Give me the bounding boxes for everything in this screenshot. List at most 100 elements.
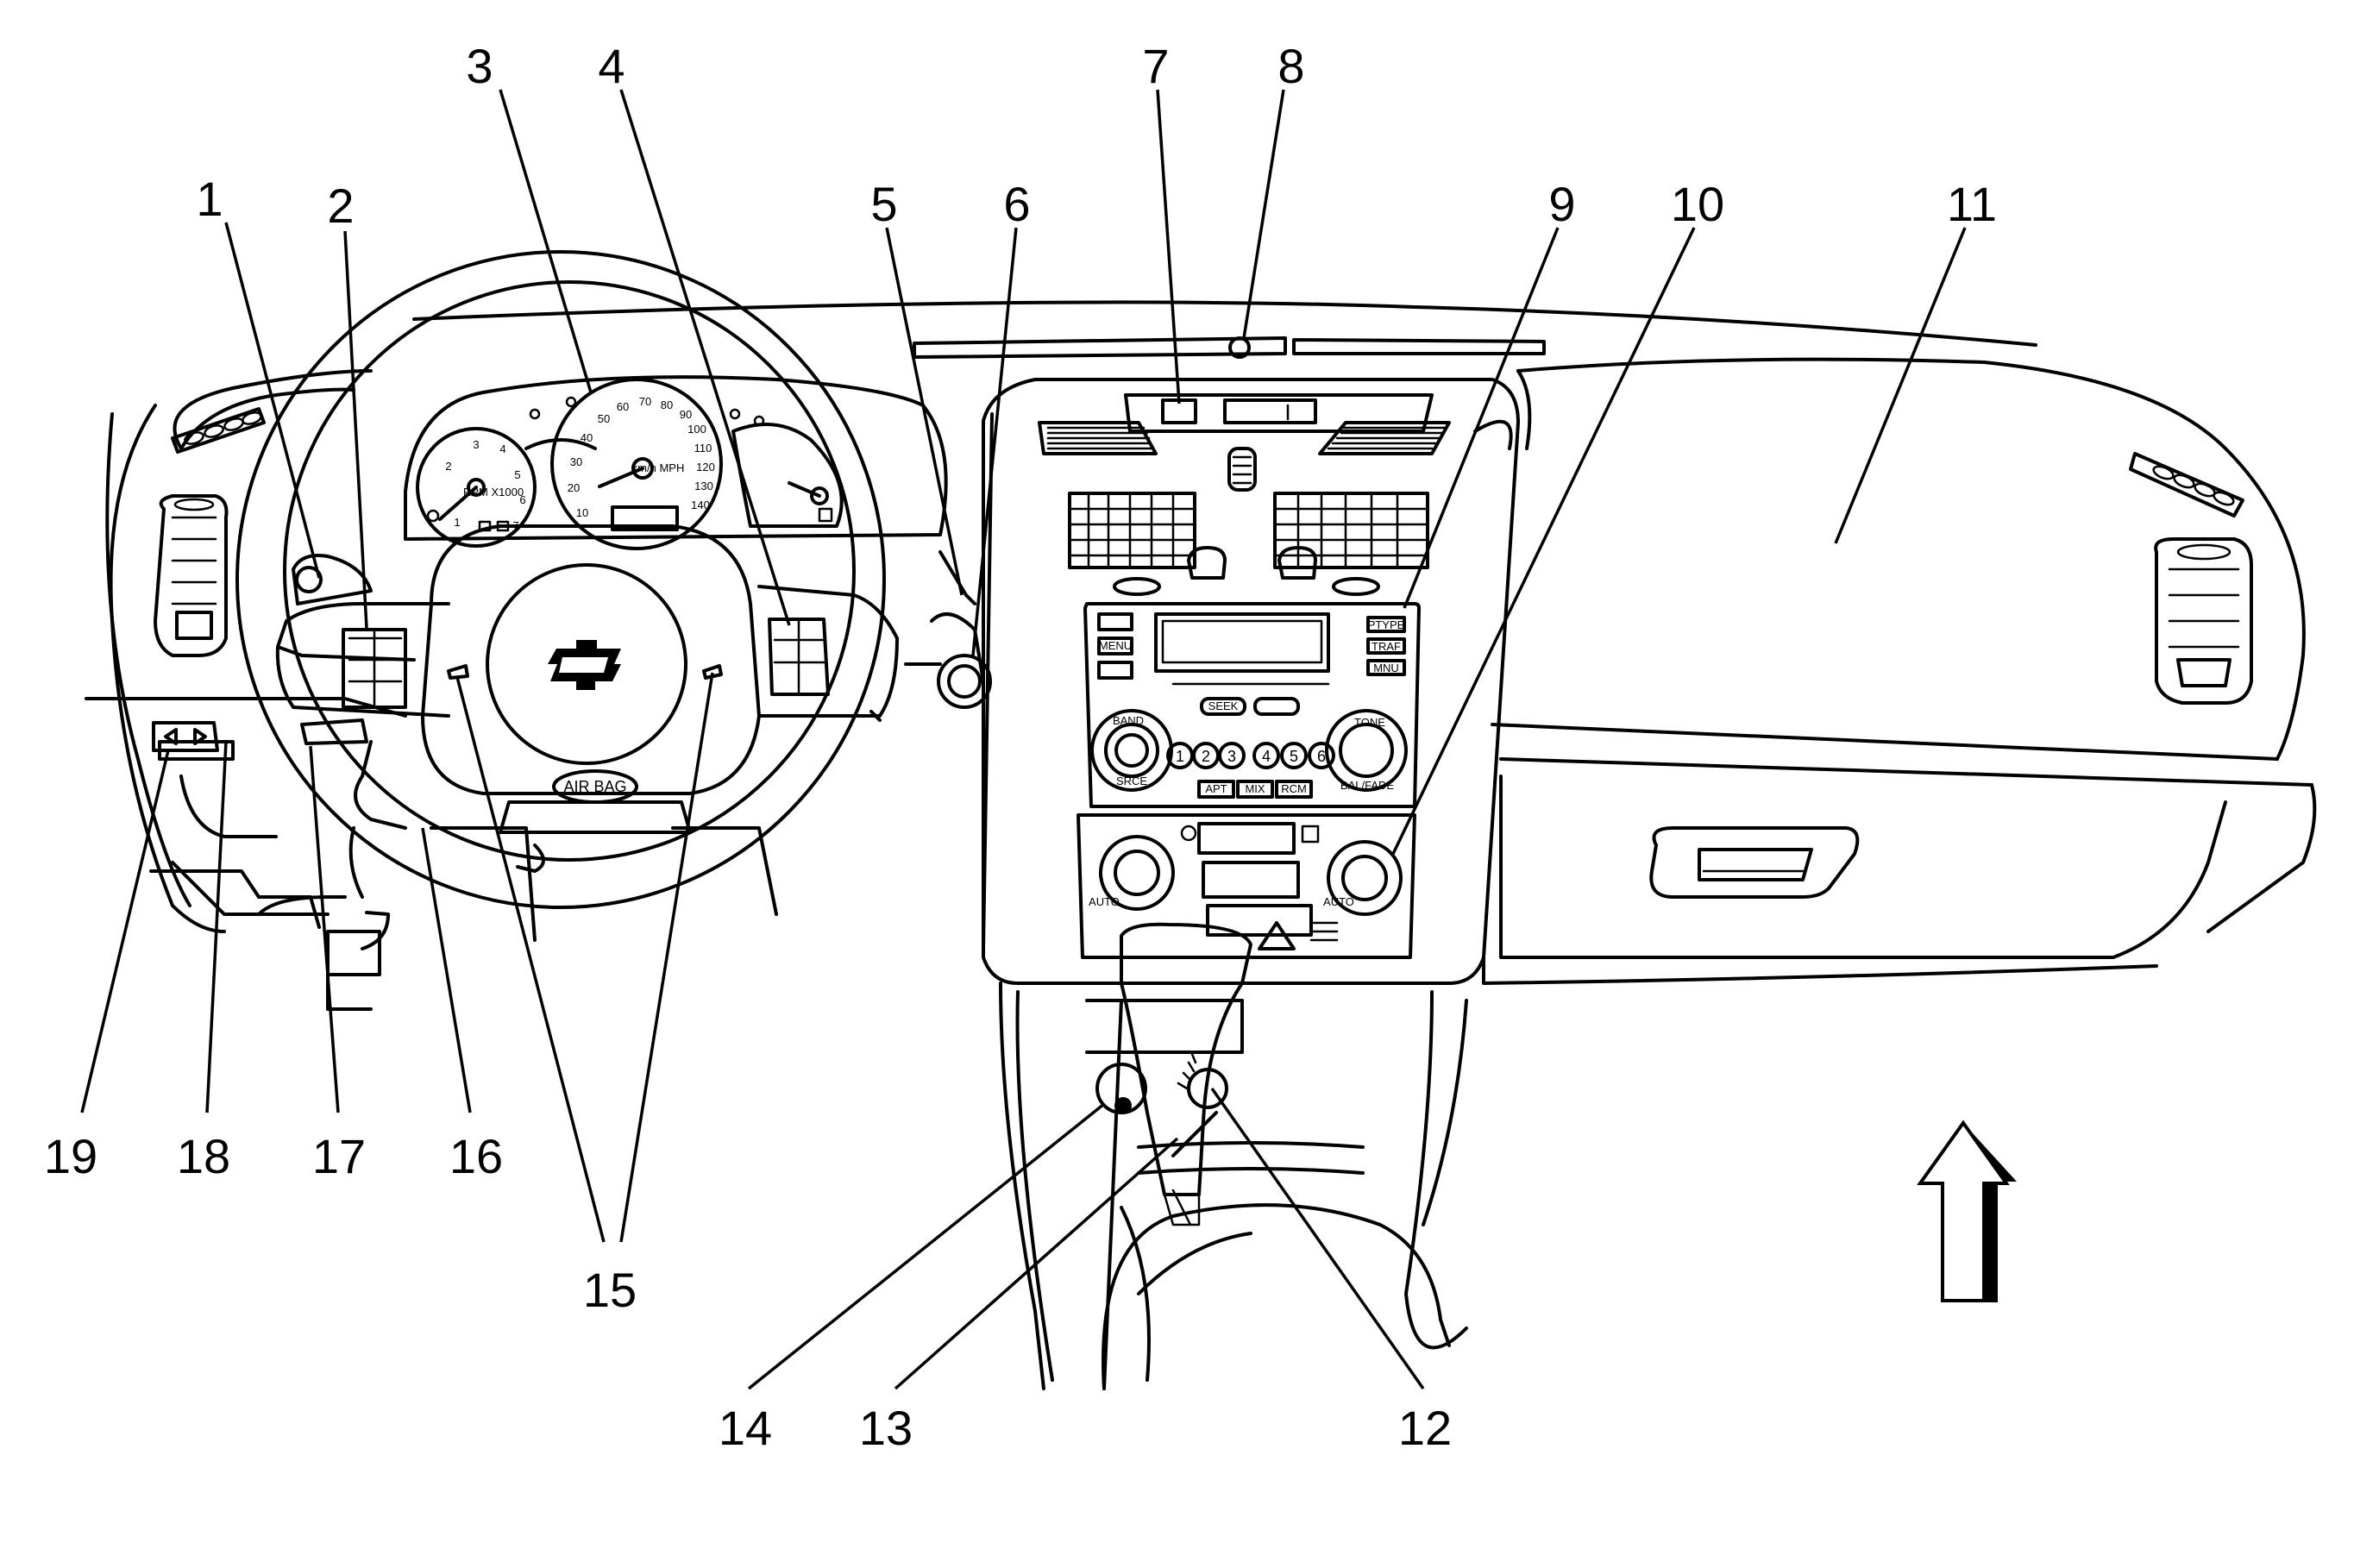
tachometer-gauge: 1 2 3 4 5 6 7 RPM X1000 <box>416 427 537 548</box>
callout-9: 9 <box>1548 177 1575 231</box>
left-defrost-slots-icon <box>171 407 266 454</box>
callout-16: 16 <box>449 1129 503 1183</box>
mix-label[interactable]: MIX <box>1245 782 1265 795</box>
callout-19: 19 <box>44 1129 97 1183</box>
center-vent-left[interactable] <box>1068 492 1227 580</box>
left-vent-wheel[interactable] <box>1113 577 1161 596</box>
shift-pattern-indicator <box>1177 1052 1197 1090</box>
preset-1[interactable]: 1 <box>1176 748 1184 765</box>
climate-right-auto: AUTO <box>1323 895 1354 908</box>
rcm-label[interactable]: RCM <box>1281 782 1307 795</box>
preset-2[interactable]: 2 <box>1202 748 1210 765</box>
leader-18 <box>205 741 228 1113</box>
leader-4 <box>619 89 791 626</box>
speedo-number-30: 30 <box>570 455 582 468</box>
speedo-number-70: 70 <box>639 395 651 408</box>
callout-1: 1 <box>196 172 223 226</box>
shift-lock-button[interactable] <box>1187 1068 1228 1109</box>
callout-10: 10 <box>1671 177 1724 231</box>
speedometer-gauge: km/h MPH 10 20 30 40 50 60 70 80 90 100 … <box>550 378 723 550</box>
callout-2: 2 <box>327 179 354 233</box>
speedo-number-110: 110 <box>694 442 712 455</box>
climate-temp-knob[interactable]: AUTO <box>1089 835 1175 911</box>
center-vent-right[interactable] <box>1273 492 1429 580</box>
radio-tone-knob[interactable]: TONE BAL/FADE <box>1325 709 1408 792</box>
apt-label[interactable]: APT <box>1205 782 1227 795</box>
right-horn-icon <box>702 664 723 680</box>
callout-4: 4 <box>598 39 625 93</box>
tach-number-6: 6 <box>519 493 525 506</box>
callout-6: 6 <box>1003 177 1030 231</box>
callout-12: 12 <box>1398 1401 1452 1455</box>
speedo-number-120: 120 <box>696 461 715 474</box>
right-steering-controls[interactable] <box>768 618 830 696</box>
leader-16 <box>421 827 472 1113</box>
radio-head-unit[interactable]: MENU PTYPE TRAF MNU SEEK BAND SRCE TO <box>1083 602 1421 808</box>
callout-14: 14 <box>719 1401 772 1455</box>
front-arrow-icon <box>1917 1120 2017 1302</box>
instrument-cluster: 1 2 3 4 5 6 7 RPM X1000 km/h MPH 10 20 3… <box>404 375 948 550</box>
leader-11 <box>1834 227 1967 544</box>
leader-2 <box>343 230 368 629</box>
leader-19 <box>80 750 170 1113</box>
speedo-units: km/h MPH <box>632 461 685 474</box>
callout-15: 15 <box>583 1263 637 1317</box>
speedo-number-130: 130 <box>694 480 713 492</box>
speedo-number-40: 40 <box>581 431 593 444</box>
leader-3 <box>499 89 593 393</box>
climate-left-auto: AUTO <box>1089 895 1120 908</box>
leader-8 <box>1242 89 1285 339</box>
preset-5[interactable]: 5 <box>1290 748 1298 765</box>
callout-18: 18 <box>177 1129 230 1183</box>
seek-label: SEEK <box>1208 699 1239 712</box>
callout-3: 3 <box>466 39 493 93</box>
lower-left-panel <box>149 740 321 929</box>
leader-15a <box>455 676 606 1243</box>
left-steering-controls[interactable] <box>342 628 407 709</box>
mirror-control-switch[interactable] <box>152 721 219 752</box>
callout-7: 7 <box>1142 39 1169 93</box>
right-vent-wheel[interactable] <box>1332 577 1380 596</box>
right-side-air-vent[interactable] <box>2154 537 2253 705</box>
center-stack: MENU PTYPE TRAF MNU SEEK BAND SRCE TO <box>982 378 1520 985</box>
speedo-number-90: 90 <box>680 408 692 421</box>
climate-mode-knob[interactable]: AUTO <box>1323 840 1403 916</box>
center-console <box>999 922 1468 1390</box>
leader-5 <box>885 227 964 596</box>
radio-traf-label: TRAF <box>1372 640 1401 653</box>
tach-number-5: 5 <box>514 468 520 481</box>
preset-4[interactable]: 4 <box>1262 748 1271 765</box>
tone-label: TONE <box>1354 716 1385 729</box>
leader-7 <box>1156 89 1181 405</box>
steering-wheel[interactable]: AIR BAG <box>235 250 899 1011</box>
speedo-number-100: 100 <box>687 423 706 436</box>
speedo-number-140: 140 <box>691 499 710 511</box>
gear-shifter[interactable] <box>1120 922 1252 1226</box>
climate-control-panel[interactable]: AUTO AUTO <box>1077 813 1416 959</box>
bal-fade-label: BAL/FADE <box>1340 779 1394 792</box>
airbag-label: AIR BAG <box>563 778 626 795</box>
accessory-knob[interactable] <box>1095 1063 1147 1114</box>
dashboard-outline <box>85 300 2317 985</box>
radio-volume-knob[interactable]: BAND SRCE <box>1090 709 1173 792</box>
speedo-number-20: 20 <box>568 481 580 494</box>
center-upper-vent-right[interactable] <box>1318 421 1451 455</box>
callout-8: 8 <box>1277 39 1304 93</box>
left-side-air-vent[interactable] <box>154 494 229 657</box>
center-info-display <box>1124 393 1434 433</box>
right-defrost-slots-icon <box>2129 452 2244 517</box>
hazard-button[interactable] <box>1227 447 1257 492</box>
ignition-switch[interactable] <box>930 612 992 709</box>
preset-3[interactable]: 3 <box>1227 748 1236 765</box>
tach-number-1: 1 <box>454 516 460 529</box>
center-upper-vent-left[interactable] <box>1038 421 1158 455</box>
callout-17: 17 <box>312 1129 366 1183</box>
leader-10 <box>1391 227 1696 855</box>
band-label: BAND <box>1113 714 1144 727</box>
preset-6[interactable]: 6 <box>1317 748 1326 765</box>
wiper-stalk[interactable] <box>938 550 976 605</box>
radio-menu-label: MENU <box>1099 639 1132 652</box>
radio-preset-buttons[interactable]: 1 2 3 4 5 6 <box>1166 742 1335 769</box>
